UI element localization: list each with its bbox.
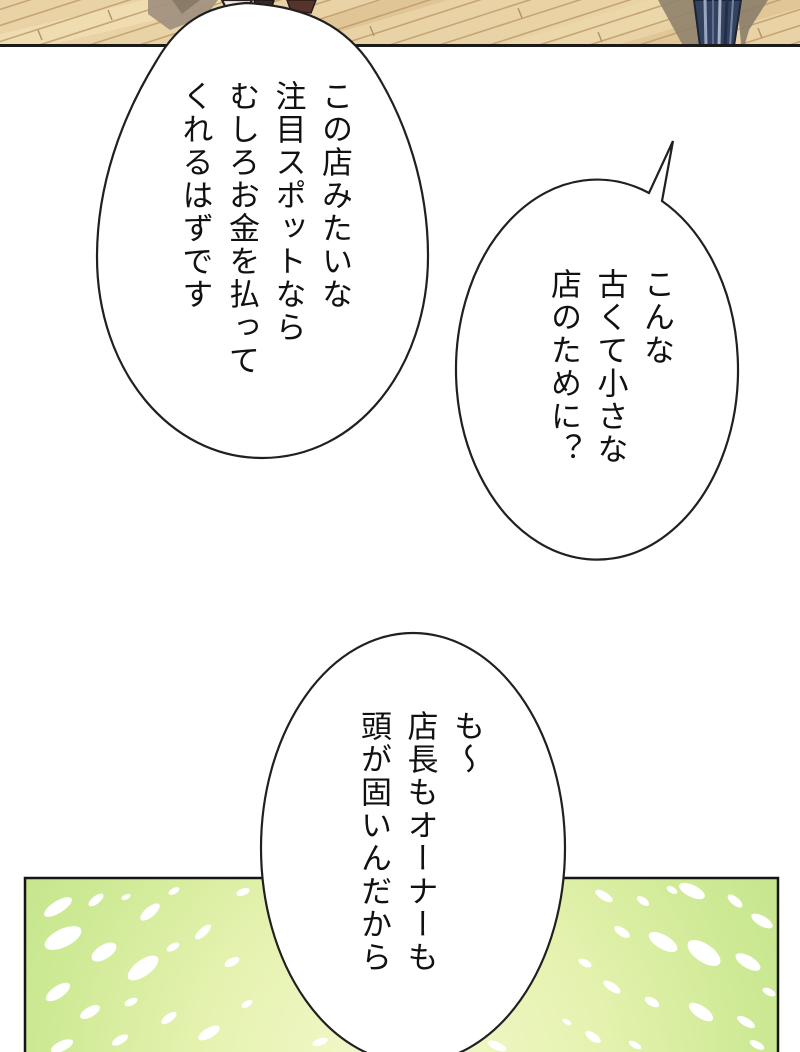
- speech-bubble-1-text: この店みたいな 注目スポットなら むしろお金を払って くれるはずです: [176, 80, 353, 377]
- floor-shadow-right2: [737, 0, 768, 44]
- speech-bubble-1: [95, 1, 430, 460]
- speech-bubble-2: [454, 140, 740, 561]
- sparkle-speckles: [44, 882, 776, 1052]
- floor-border-line: [0, 44, 800, 47]
- floor-shadow-right: [658, 0, 700, 44]
- plank-ticks: [37, 7, 763, 43]
- speech-bubble-2-text: こんな 古くて小さな 店のために？: [545, 268, 674, 466]
- navy-striped-object: [692, 0, 743, 47]
- wood-floor-strip: [0, 0, 800, 47]
- floor-shadow-left: [148, 0, 218, 30]
- speech-bubble-3-text: も〜 店長もオーナーも 頭が固いんだから: [355, 710, 484, 974]
- floor-shadow-left-dark: [172, 0, 200, 14]
- speech-bubble-3: [259, 631, 567, 1052]
